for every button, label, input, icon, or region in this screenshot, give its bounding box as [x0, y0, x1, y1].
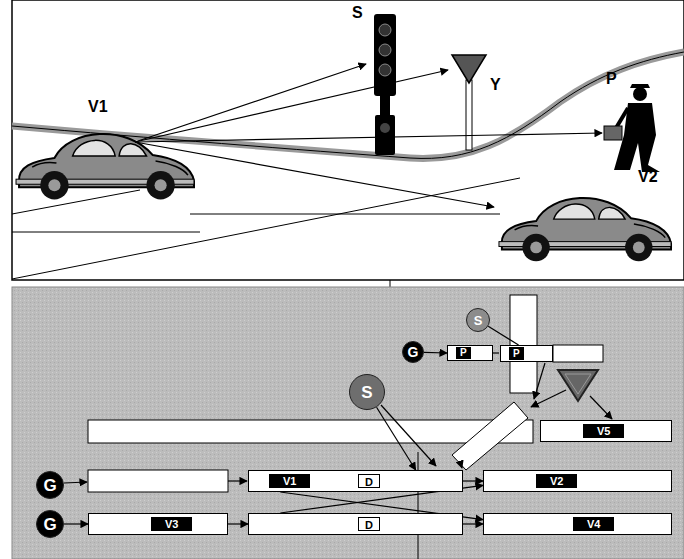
lane-tag: V4: [573, 517, 614, 531]
scene-label: P: [606, 70, 617, 88]
layout-arrows: [64, 353, 612, 483]
pedestrian-lane: P: [447, 345, 493, 361]
lane-tag: P: [509, 347, 524, 360]
vehicle-lane: V3: [88, 513, 228, 535]
vehicle-lane: V2: [483, 470, 672, 492]
vehicle-lane: V5: [540, 420, 672, 442]
node-letter: G: [43, 516, 56, 533]
car-v2: [499, 198, 671, 261]
node-letter: G: [408, 345, 419, 359]
time-line: [418, 452, 419, 559]
flow-connector: [377, 407, 416, 470]
signal-circle: S: [466, 308, 490, 332]
schema-panel: [12, 287, 684, 559]
flow-connector: [488, 326, 518, 345]
lane-tag: V1: [269, 474, 310, 488]
attention-arrows: [135, 64, 602, 207]
pedestrian: [604, 84, 660, 172]
vehicle-lane: V4: [483, 513, 672, 535]
scene-panel: [12, 0, 684, 280]
car-v1: [16, 134, 194, 199]
yield-symbol: [558, 370, 598, 401]
flow-connector: [64, 523, 88, 524]
lane-tag: D: [358, 474, 380, 488]
vehicle-lane: V1 D: [248, 470, 463, 492]
generator-circle: G: [36, 510, 64, 538]
generator-circle: G: [402, 341, 424, 363]
flow-connector: [228, 523, 248, 524]
lane-tag: P: [456, 347, 471, 359]
signal-circle: S: [349, 374, 385, 410]
node-letter: S: [361, 384, 372, 401]
lane-tag: V2: [536, 474, 577, 488]
scene-label: S: [352, 4, 363, 22]
scene-label: V1: [88, 98, 108, 116]
lane-tag: V5: [583, 424, 624, 438]
flow-connector: [463, 523, 483, 524]
scene-label: Y: [490, 76, 501, 94]
generator-circle: G: [36, 471, 64, 499]
pedestrian-lane: P: [500, 345, 553, 362]
empty-lanes: [88, 295, 603, 492]
scene-label: V2: [638, 168, 658, 186]
node-letter: G: [43, 477, 56, 494]
node-letter: S: [474, 314, 483, 327]
lane-tag: V3: [151, 517, 192, 531]
vehicle-lane: D: [248, 513, 463, 535]
lane-tag: D: [358, 517, 380, 531]
flow-connector: [424, 352, 447, 354]
flow-connector: [463, 480, 483, 481]
road: [12, 52, 684, 279]
